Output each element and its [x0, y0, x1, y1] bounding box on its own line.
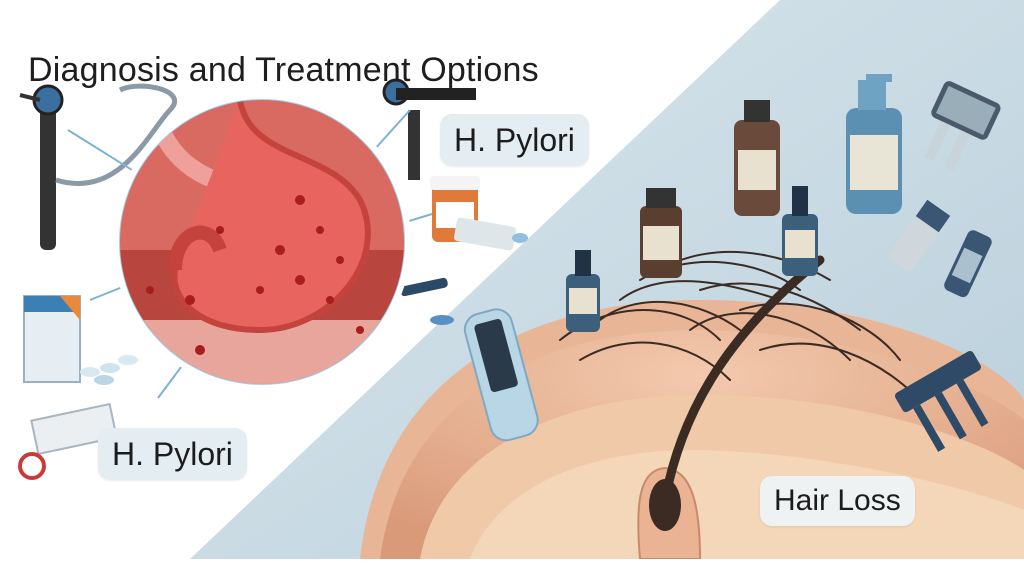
stomach-magnifier: [113, 93, 411, 391]
label-h-pylori-bottom: H. Pylori: [98, 428, 247, 480]
medicine-box: [23, 295, 138, 385]
label-hair-loss: Hair Loss: [760, 476, 915, 526]
bottle-amber-large: [734, 100, 780, 216]
breath-test-device: [400, 277, 454, 325]
treatment-bottles: [566, 74, 902, 332]
page-title: Diagnosis and Treatment Options: [28, 50, 539, 89]
dropper-bottle-blue: [782, 186, 818, 276]
hair-clipper: [924, 81, 1001, 171]
derma-comb: [894, 350, 989, 452]
hair-devices: [889, 81, 1001, 452]
endoscope: [19, 83, 178, 250]
laser-device: [889, 199, 951, 271]
bottle-amber-small: [640, 188, 682, 278]
dropper-bottle-small: [566, 250, 600, 332]
pill-bottle: [430, 176, 528, 251]
bottle-pump-blue: [846, 74, 902, 214]
roller-device: [944, 230, 992, 298]
label-h-pylori-top: H. Pylori: [440, 114, 589, 166]
hairbrush: [463, 308, 539, 442]
test-strip-device: [18, 402, 118, 480]
hair-strands: [559, 250, 921, 505]
endoscope-right: [382, 78, 476, 180]
